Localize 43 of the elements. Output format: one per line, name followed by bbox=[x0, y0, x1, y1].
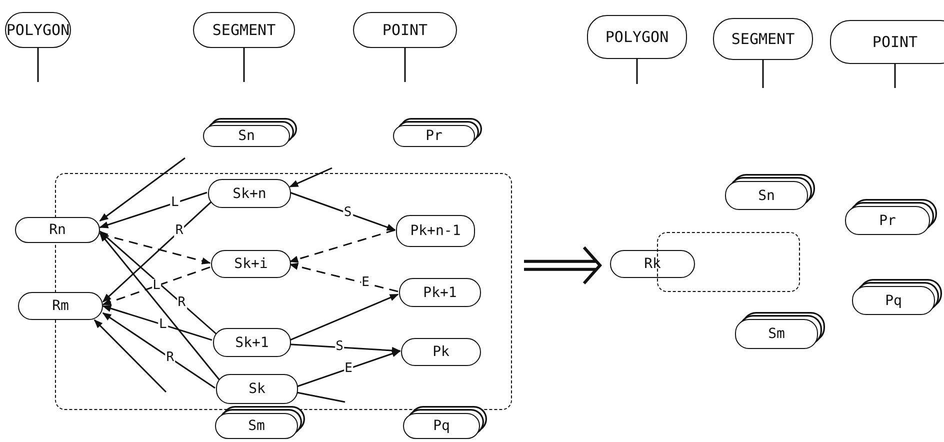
header-node: POLYGON bbox=[5, 12, 71, 48]
arrow bbox=[94, 319, 167, 393]
double-arrow bbox=[522, 246, 602, 285]
arrow bbox=[289, 167, 332, 188]
dashed-arrow bbox=[289, 262, 398, 292]
rounded-node: Pk bbox=[401, 338, 481, 366]
arrow bbox=[290, 192, 396, 231]
arrow bbox=[102, 304, 212, 341]
header-node: SEGMENT bbox=[713, 18, 813, 60]
line bbox=[296, 392, 346, 403]
rounded-node: Rk bbox=[610, 250, 695, 278]
dashed-arrow bbox=[289, 229, 396, 263]
line bbox=[37, 48, 39, 82]
arrow bbox=[99, 192, 208, 228]
rounded-node: Sk+i bbox=[211, 250, 291, 278]
arrow bbox=[99, 232, 220, 381]
arrow bbox=[99, 157, 186, 222]
dashed-arrow bbox=[102, 266, 210, 306]
rounded-node: Pk+1 bbox=[399, 278, 481, 307]
line bbox=[404, 48, 406, 82]
edge-label: R bbox=[165, 351, 176, 365]
header-node: POLYGON bbox=[587, 15, 687, 59]
arrow bbox=[102, 312, 216, 389]
arrow bbox=[296, 350, 401, 388]
header-node: SEGMENT bbox=[193, 12, 295, 48]
rounded-node: Rm bbox=[18, 292, 103, 320]
line bbox=[636, 59, 638, 84]
arrow bbox=[290, 344, 401, 354]
rounded-node: Sk bbox=[216, 374, 298, 404]
arrow bbox=[99, 230, 218, 335]
rounded-node: Sk+n bbox=[208, 179, 291, 208]
arrow bbox=[290, 294, 399, 341]
line bbox=[243, 48, 245, 82]
header-node: POINT bbox=[830, 20, 944, 64]
edge-label: R bbox=[176, 296, 187, 310]
edge-label: R bbox=[174, 224, 184, 238]
arrow bbox=[102, 200, 212, 302]
rounded-node: Sk+1 bbox=[213, 328, 291, 357]
rounded-node: Pk+n-1 bbox=[396, 215, 475, 247]
header-node: POINT bbox=[353, 12, 457, 48]
line bbox=[762, 60, 764, 88]
line bbox=[894, 64, 896, 88]
rounded-node: Rn bbox=[15, 217, 100, 243]
